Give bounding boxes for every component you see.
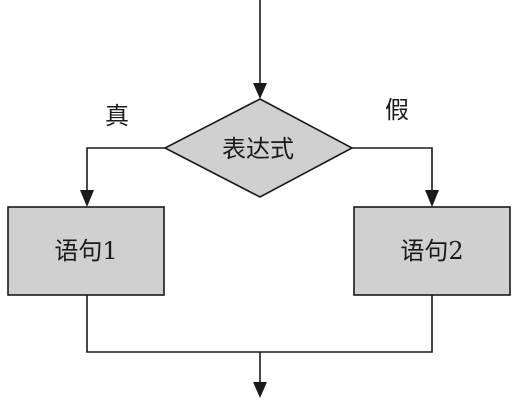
statement-2-label: 语句2 — [400, 237, 463, 265]
entry-arrowhead — [253, 83, 267, 99]
statement-2-box — [353, 206, 511, 296]
statement-1-label: 语句1 — [54, 237, 117, 265]
exit-arrowhead — [253, 382, 267, 398]
false-branch-label: 假 — [385, 96, 409, 124]
decision-label: 表达式 — [222, 135, 294, 163]
true-branch-arrowhead — [80, 190, 94, 207]
decision-diamond — [163, 98, 354, 198]
false-branch-arrowhead — [425, 190, 439, 207]
merge-line — [86, 295, 433, 353]
statement-1-box — [7, 206, 165, 296]
false-branch-line — [352, 147, 433, 194]
true-branch-label: 真 — [105, 102, 129, 130]
true-branch-line — [86, 147, 165, 194]
